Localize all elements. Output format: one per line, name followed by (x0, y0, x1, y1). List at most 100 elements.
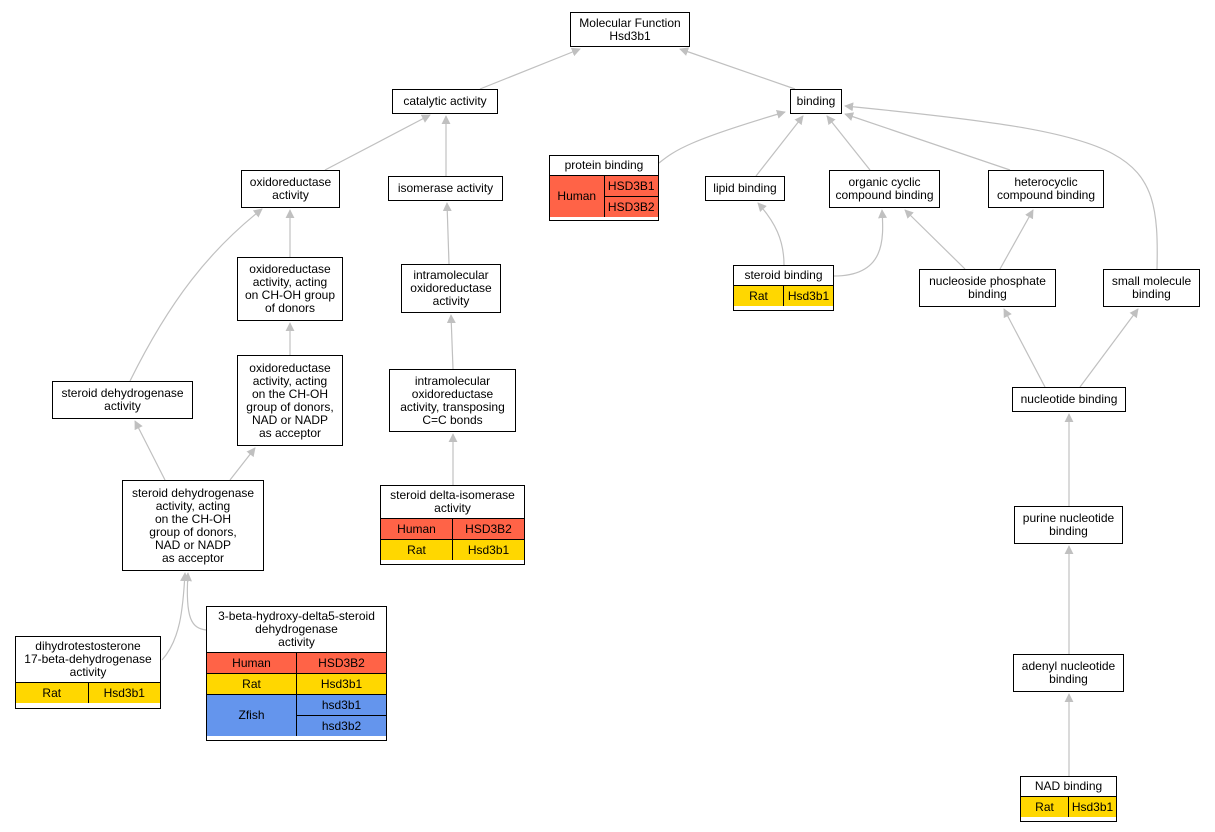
node-label-line: organic cyclic (848, 175, 921, 189)
gene-cell[interactable]: HSD3B1 (603, 175, 658, 197)
node-label-line: binding (968, 287, 1007, 301)
edge-organic-cyclic-to-binding (826, 115, 871, 171)
node-label: isomerase activity (389, 177, 502, 200)
node-label-line: compound binding (996, 188, 1096, 202)
edge-heterocyclic-to-binding (844, 112, 1011, 171)
node-label-line: protein binding (564, 158, 644, 172)
node-label-line: isomerase activity (397, 181, 494, 195)
node-label-line: oxidoreductase (411, 386, 494, 401)
node-binding[interactable]: binding (790, 89, 842, 114)
node-label: catalytic activity (393, 90, 497, 113)
gene-cell[interactable]: HSD3B2 (603, 196, 658, 217)
node-nucleotide-binding[interactable]: nucleotide binding (1012, 387, 1126, 412)
edge-binding-to-mf (679, 47, 796, 90)
edge-dht-to-steroid-dh-nadp (161, 572, 190, 661)
node-label-line: activity (272, 188, 309, 202)
node-label-line: intramolecular (413, 268, 489, 282)
node-lipid-binding[interactable]: lipid binding (705, 176, 785, 201)
edge-steroid-dh-nadp-to-ox-nadp (229, 447, 256, 481)
node-label-line: on the CH-OH (154, 511, 232, 526)
edge-nucleotide-binding-to-nucleoside-phosphate (1003, 308, 1046, 388)
gene-cell[interactable]: hsd3b1 (296, 694, 386, 716)
node-label: protein binding (550, 156, 658, 175)
edge-steroid-binding-to-lipid-binding (757, 202, 785, 266)
node-label-line: steroid dehydrogenase (131, 485, 255, 500)
node-label-line: steroid binding (744, 268, 823, 282)
gene-cell[interactable]: Hsd3b1 (296, 673, 386, 695)
edge-steroid-dh-to-oxidoreductase (129, 208, 263, 382)
node-label-line: activity, transposing (400, 399, 505, 414)
gene-cell[interactable]: HSD3B2 (452, 518, 524, 540)
species-cell: Human (550, 175, 604, 217)
node-label-line: Molecular Function (579, 15, 681, 30)
edge-protein-binding-to-binding (658, 109, 786, 164)
node-label-line: 17-beta-dehydrogenase (24, 652, 152, 666)
node-label-line: steroid delta-isomerase (390, 488, 515, 502)
gene-cell[interactable]: Hsd3b1 (1068, 796, 1116, 817)
node-label-line: activity (434, 501, 471, 515)
species-cell: Rat (207, 673, 297, 695)
edge-beta-hydroxy-to-steroid-dh-nadp (182, 572, 207, 631)
gene-cell[interactable]: Hsd3b1 (87, 682, 160, 703)
node-label-line: C=C bonds (422, 412, 483, 427)
gene-cell[interactable]: Hsd3b1 (783, 285, 833, 306)
node-label-line: of donors (264, 301, 316, 315)
node-catalytic[interactable]: catalytic activity (392, 89, 498, 114)
node-label-line: small molecule (1111, 274, 1192, 288)
edge-nucleotide-binding-to-small-molecule (1079, 308, 1139, 388)
node-label: steroid binding (734, 266, 833, 285)
species-cell: Zfish (207, 694, 297, 736)
node-label-line: heterocyclic (1014, 175, 1078, 189)
gene-cell[interactable]: HSD3B2 (296, 652, 386, 674)
gene-cell[interactable]: Hsd3b1 (452, 539, 524, 560)
node-isomerase[interactable]: isomerase activity (388, 176, 503, 201)
gene-cell[interactable]: hsd3b2 (296, 715, 386, 736)
node-label-line: NAD binding (1034, 779, 1103, 793)
node-label-line: group of donors, (149, 524, 237, 539)
species-cell: Rat (734, 285, 784, 306)
node-label-line: 3-beta-hydroxy-delta5-steroid (218, 609, 375, 623)
node-label-line: binding (796, 94, 836, 108)
species-cell: Rat (16, 682, 88, 703)
species-cell: Rat (381, 539, 453, 560)
node-label-line: adenyl nucleotide (1021, 659, 1116, 673)
node-label-line: oxidoreductase (249, 360, 331, 375)
edge-lipid-binding-to-binding (755, 115, 804, 177)
node-label-line: activity (104, 399, 141, 413)
